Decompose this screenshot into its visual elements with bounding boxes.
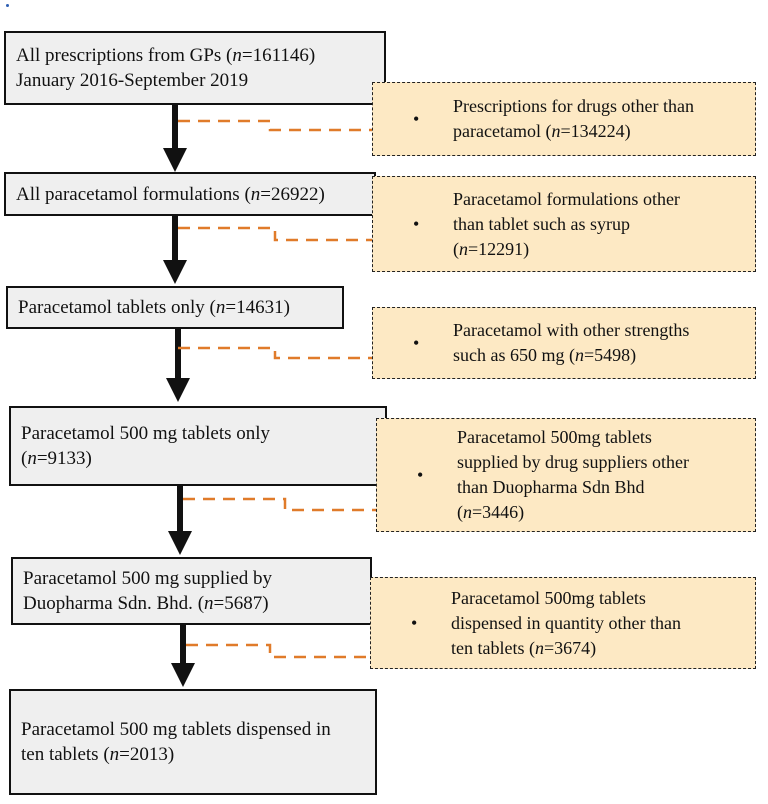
arrow-4-5 [168, 486, 192, 555]
exclusion-text-2: Paracetamol formulations other than tabl… [453, 187, 680, 262]
exclusion-2-line-3: (n=12291) [453, 238, 530, 259]
step-box-6: Paracetamol 500 mg tablets dispensed in … [9, 689, 377, 795]
step-text-4: Paracetamol 500 mg tablets only (n=9133) [21, 421, 270, 471]
exclusion-box-3: • Paracetamol with other strengths such … [372, 307, 756, 379]
dashed-link-3 [178, 346, 372, 360]
corner-dot [6, 4, 9, 7]
bullet-icon: • [413, 213, 420, 234]
dashed-link-2 [178, 226, 372, 242]
bullet-icon: • [417, 464, 424, 485]
step-text-5: Paracetamol 500 mg supplied by Duopharma… [23, 566, 272, 616]
bullet-icon: • [411, 612, 418, 633]
step-6-line-1: Paracetamol 500 mg tablets dispensed in [21, 719, 331, 740]
exclusion-text-3: Paracetamol with other strengths such as… [453, 318, 689, 368]
step-6-line-2: ten tablets (n=2013) [21, 744, 175, 765]
step-4-line-1: Paracetamol 500 mg tablets only [21, 423, 271, 444]
arrows [163, 104, 195, 687]
step-text-2: All paracetamol formulations (n=26922) [16, 183, 325, 205]
dashed-links [178, 119, 376, 659]
exclusion-text-5: Paracetamol 500mg tablets dispensed in q… [451, 586, 681, 661]
bullet-icon: • [413, 332, 420, 353]
arrow-1-2 [163, 104, 187, 172]
exclusion-1-line-1: Prescriptions for drugs other than [453, 96, 694, 116]
bullet-icon: • [413, 108, 420, 129]
exclusion-box-2: • Paracetamol formulations other than ta… [372, 176, 756, 272]
exclusion-2-line-1: Paracetamol formulations other [453, 188, 680, 209]
exclusion-5-line-2: dispensed in quantity other than [451, 612, 681, 633]
step-text-6: Paracetamol 500 mg tablets dispensed in … [21, 717, 331, 767]
exclusion-4-line-2: supplied by drug suppliers other [457, 452, 689, 472]
step-box-3: Paracetamol tablets only (n=14631) [6, 286, 344, 329]
exclusion-4-line-3: than Duopharma Sdn Bhd [457, 477, 645, 497]
exclusion-text-4: Paracetamol 500mg tablets supplied by dr… [457, 425, 689, 525]
exclusion-5-line-3: ten tablets (n=3674) [451, 637, 597, 658]
step-1-line-1: All prescriptions from GPs (n=161146) [16, 45, 316, 66]
step-box-5: Paracetamol 500 mg supplied by Duopharma… [11, 557, 372, 625]
arrow-3-4 [166, 329, 190, 402]
dashed-link-4 [183, 497, 376, 512]
arrow-2-3 [163, 216, 187, 284]
step-box-2: All paracetamol formulations (n=26922) [4, 172, 376, 216]
arrow-5-6 [171, 625, 195, 687]
exclusion-box-4: • Paracetamol 500mg tablets supplied by … [376, 418, 756, 532]
exclusion-3-line-1: Paracetamol with other strengths [453, 320, 690, 340]
step-4-line-2: (n=9133) [21, 448, 92, 469]
step-text-1: All prescriptions from GPs (n=161146) Ja… [16, 43, 315, 93]
exclusion-2-line-2: than tablet such as syrup [453, 213, 630, 234]
exclusion-box-1: • Prescriptions for drugs other than par… [372, 82, 756, 156]
step-box-1: All prescriptions from GPs (n=161146) Ja… [4, 31, 386, 105]
exclusion-1-line-2: paracetamol (n=134224) [453, 121, 631, 141]
step-1-line-2: January 2016-September 2019 [16, 70, 249, 91]
step-text-3: Paracetamol tablets only (n=14631) [18, 297, 290, 318]
step-5-line-1: Paracetamol 500 mg supplied by [23, 568, 273, 589]
exclusion-text-1: Prescriptions for drugs other than parac… [453, 94, 694, 144]
exclusion-4-line-1: Paracetamol 500mg tablets [457, 427, 652, 447]
step-box-4: Paracetamol 500 mg tablets only (n=9133) [9, 406, 387, 486]
dashed-link-5 [186, 643, 370, 659]
dashed-link-1 [178, 119, 372, 132]
exclusion-3-line-2: such as 650 mg (n=5498) [453, 345, 637, 365]
exclusion-5-line-1: Paracetamol 500mg tablets [451, 587, 646, 608]
step-5-line-2: Duopharma Sdn. Bhd. (n=5687) [23, 593, 269, 614]
exclusion-4-line-4: (n=3446) [457, 502, 525, 522]
exclusion-box-5: • Paracetamol 500mg tablets dispensed in… [370, 577, 756, 669]
